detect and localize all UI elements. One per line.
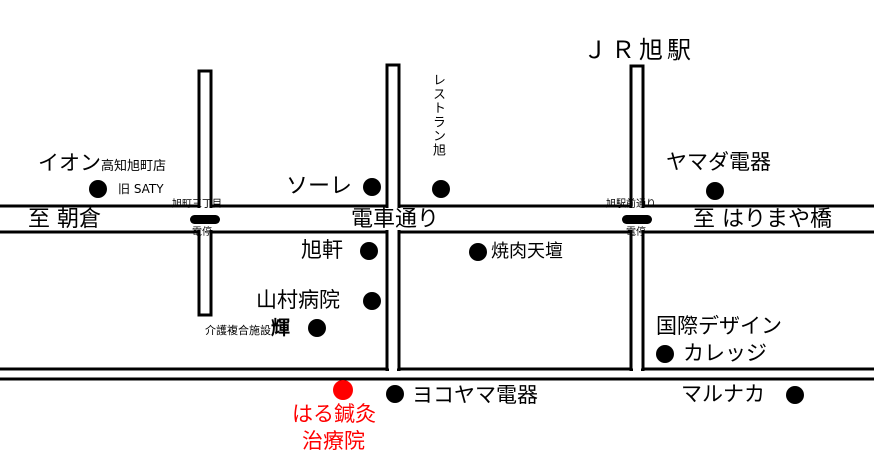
kaigo-marker [308,319,326,337]
tram-stop-west-label: 電停 [192,227,212,238]
kaigo-name: 輝 [271,317,291,339]
yamada-marker [706,182,724,200]
yakiniku-label: 焼肉天壇 [491,241,563,262]
yamada-label: ヤマダ電器 [666,150,771,174]
yamamura-marker [363,292,381,310]
clinic-label-line1: はる鍼灸 [292,402,376,426]
marunaka-marker [786,386,804,404]
sole-marker [363,178,381,196]
yokoyama-marker [386,385,404,403]
kyokuken-label: 旭軒 [301,238,343,262]
college-label-line2: カレッジ [683,341,767,365]
college-label-line1: 国際デザイン [656,314,782,338]
tram-stop-bar-west [190,215,220,224]
tram-stop-west-name: 旭町三丁目 [172,199,222,210]
tram-stop-east-label: 電停 [626,227,646,238]
yamamura-label: 山村病院 [256,288,340,312]
restaurant-label: レストラン旭 [430,73,445,157]
clinic-marker [333,380,353,400]
kyokuken-marker [360,242,378,260]
jr-station-label: ＪＲ旭駅 [583,36,695,64]
kaigo-label: 介護複合施設輝 [205,319,290,338]
yakiniku-marker [469,243,487,261]
kaigo-prefix: 介護複合施設 [205,324,271,337]
aeon-marker [89,180,107,198]
aeon-former-label: 旧 SATY [118,182,164,196]
aeon-name: イオン [38,151,101,175]
main-street-label: 電車通り [351,207,440,232]
aeon-label: イオン高知旭町店 [38,153,166,174]
to-west-label: 至 朝倉 [28,207,101,232]
restaurant-marker [432,180,450,198]
sole-label: ソーレ [286,174,353,199]
clinic-label-line2: 治療院 [302,429,365,453]
aeon-suffix: 高知旭町店 [101,159,167,174]
to-east-label: 至 はりまや橋 [693,207,832,232]
marunaka-label: マルナカ [681,382,765,406]
yokoyama-label: ヨコヤマ電器 [412,383,538,407]
tram-stop-bar-east [622,215,652,224]
college-marker [656,345,674,363]
tram-stop-east-name: 旭駅前通り [606,199,656,210]
